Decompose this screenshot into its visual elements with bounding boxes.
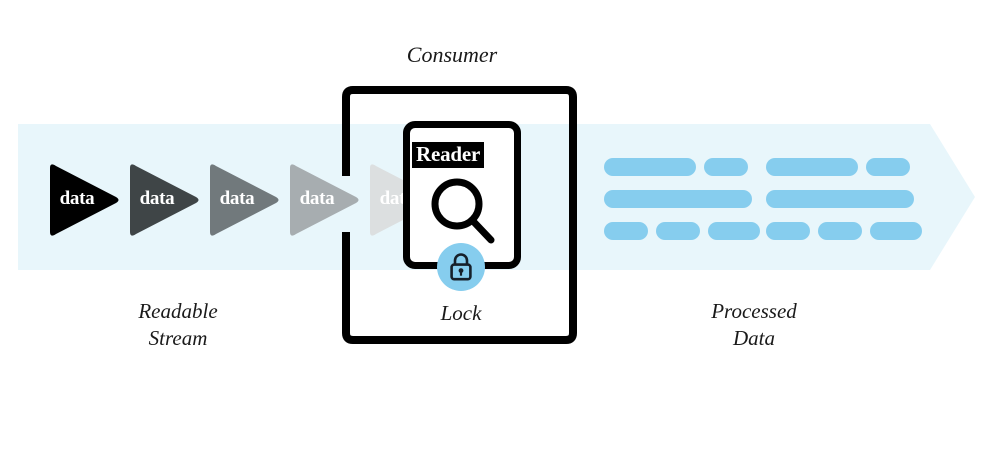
data-bar: [866, 158, 910, 176]
data-bar: [604, 190, 752, 208]
magnifier-icon: [428, 176, 496, 251]
lock-badge: [437, 243, 485, 291]
data-bar: [708, 222, 760, 240]
triangle-icon: [50, 164, 119, 236]
lock-caption: Lock: [440, 301, 482, 325]
readable-stream-caption: Readable Stream: [138, 299, 218, 350]
consumer-caption: Consumer: [406, 42, 498, 67]
data-bar: [766, 222, 810, 240]
data-bar: [766, 190, 914, 208]
data-bar: [604, 222, 648, 240]
triangle-icon: [130, 164, 199, 236]
data-bar: [766, 158, 858, 176]
data-bar: [704, 158, 748, 176]
reader-title: Reader: [412, 142, 485, 168]
triangle-icon: [210, 164, 279, 236]
data-bar: [870, 222, 922, 240]
data-bar: [604, 158, 696, 176]
triangle-icon: [290, 164, 359, 236]
padlock-icon: [450, 253, 472, 281]
data-bar: [818, 222, 862, 240]
data-bar: [656, 222, 700, 240]
processed-data-caption: Processed Data: [711, 299, 797, 350]
